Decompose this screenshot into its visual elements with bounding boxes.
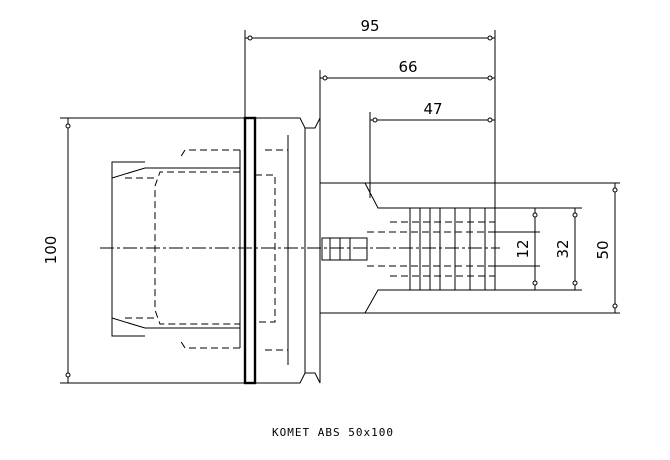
dimension-66: 66	[319, 58, 495, 183]
drawing-caption: KOMET ABS 50x100	[272, 426, 394, 439]
dimension-50: 50	[594, 183, 618, 313]
dimension-32: 32	[495, 207, 582, 291]
flange-collar	[255, 117, 321, 384]
dimension-50-label: 50	[594, 240, 612, 259]
dimension-12-label: 12	[514, 239, 532, 258]
dimension-95-label: 95	[360, 17, 379, 35]
rear-body	[111, 116, 257, 385]
dimension-66-label: 66	[398, 58, 417, 76]
dimension-32-label: 32	[554, 239, 572, 258]
nose-shank	[320, 182, 620, 314]
dimension-47: 47	[369, 100, 495, 198]
dimension-47-label: 47	[423, 100, 442, 118]
dimension-95: 95	[244, 17, 496, 208]
flange-plate	[243, 116, 257, 385]
dimension-100: 100	[42, 117, 245, 384]
dimension-12: 12	[495, 208, 540, 290]
dimension-100-label: 100	[42, 236, 60, 265]
